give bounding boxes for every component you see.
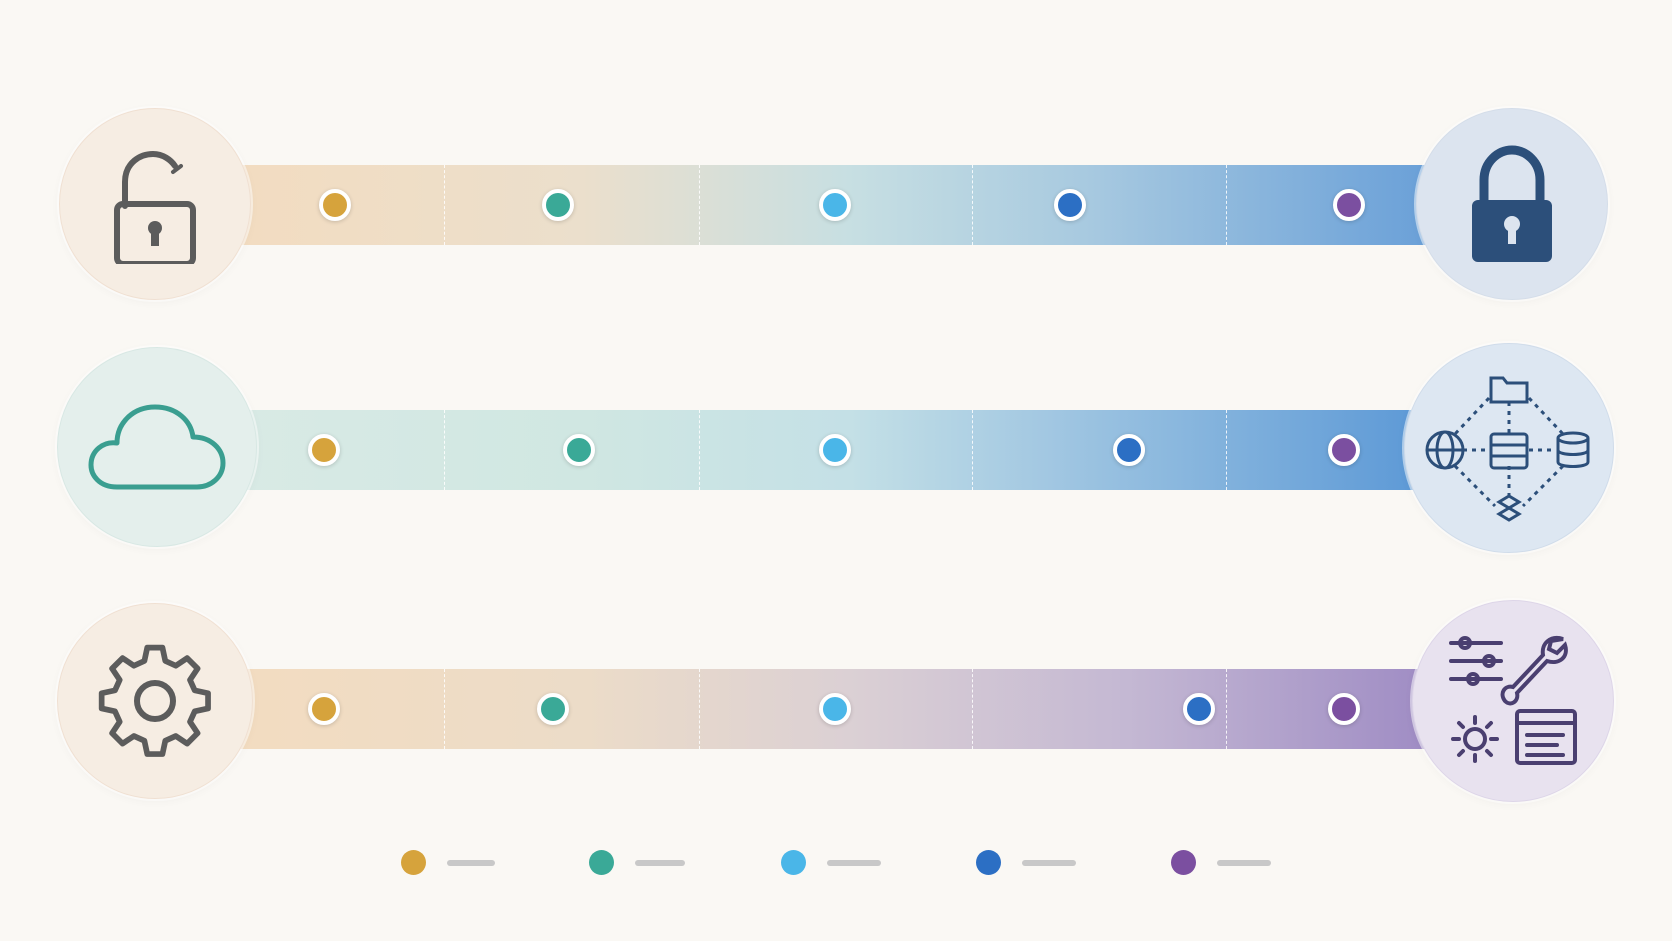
legend-label-placeholder — [447, 860, 495, 866]
stage-1-marker[interactable] — [319, 189, 351, 221]
stage-3-marker[interactable] — [819, 693, 851, 725]
stage-divider — [972, 410, 973, 490]
unlocked-padlock-icon — [114, 150, 196, 264]
stage-3-marker[interactable] — [819, 434, 851, 466]
end-circle — [1404, 343, 1614, 553]
progress-bar — [220, 669, 1430, 749]
legend-swatch — [589, 850, 614, 875]
stage-divider — [444, 410, 445, 490]
gear-icon — [98, 644, 211, 757]
progress-bar — [220, 410, 1430, 490]
legend-item-stage-3 — [781, 847, 883, 877]
stage-2-marker[interactable] — [563, 434, 595, 466]
stage-divider — [699, 165, 700, 245]
start-circle — [57, 603, 253, 799]
stage-5-marker[interactable] — [1328, 434, 1360, 466]
cloud-icon — [88, 404, 226, 490]
stage-3-marker[interactable] — [819, 189, 851, 221]
stage-divider — [699, 669, 700, 749]
legend-swatch — [401, 850, 426, 875]
stage-divider — [972, 165, 973, 245]
stage-divider — [444, 165, 445, 245]
end-circle — [1412, 600, 1614, 802]
locked-padlock-icon — [1472, 145, 1552, 262]
stage-4-marker[interactable] — [1054, 189, 1086, 221]
progress-bar — [220, 165, 1430, 245]
legend-label-placeholder — [827, 860, 881, 866]
legend-label-placeholder — [1217, 860, 1271, 866]
stage-1-marker[interactable] — [308, 693, 340, 725]
stage-divider — [699, 410, 700, 490]
timeline-row-configuration — [0, 590, 1672, 802]
legend-item-stage-4 — [976, 847, 1078, 877]
stage-1-marker[interactable] — [308, 434, 340, 466]
stage-4-marker[interactable] — [1113, 434, 1145, 466]
network-services-icon — [1425, 376, 1590, 522]
start-circle — [57, 347, 257, 547]
timeline-row-cloud — [0, 343, 1672, 553]
stage-2-marker[interactable] — [542, 189, 574, 221]
stage-divider — [1226, 165, 1227, 245]
legend-item-stage-5 — [1171, 847, 1273, 877]
legend-swatch — [976, 850, 1001, 875]
stage-divider — [444, 669, 445, 749]
stage-5-marker[interactable] — [1328, 693, 1360, 725]
stage-divider — [972, 669, 973, 749]
stage-4-marker[interactable] — [1183, 693, 1215, 725]
start-circle — [59, 108, 251, 300]
end-circle — [1416, 108, 1608, 300]
legend-item-stage-1 — [401, 847, 497, 877]
legend-swatch — [781, 850, 806, 875]
legend-label-placeholder — [635, 860, 685, 866]
legend-label-placeholder — [1022, 860, 1076, 866]
legend — [0, 847, 1672, 877]
stage-2-marker[interactable] — [537, 693, 569, 725]
stage-divider — [1226, 410, 1227, 490]
legend-item-stage-2 — [589, 847, 685, 877]
timeline-row-security — [0, 103, 1672, 303]
stage-divider — [1226, 669, 1227, 749]
legend-swatch — [1171, 850, 1196, 875]
tools-settings-icon — [1449, 636, 1577, 765]
stage-5-marker[interactable] — [1333, 189, 1365, 221]
